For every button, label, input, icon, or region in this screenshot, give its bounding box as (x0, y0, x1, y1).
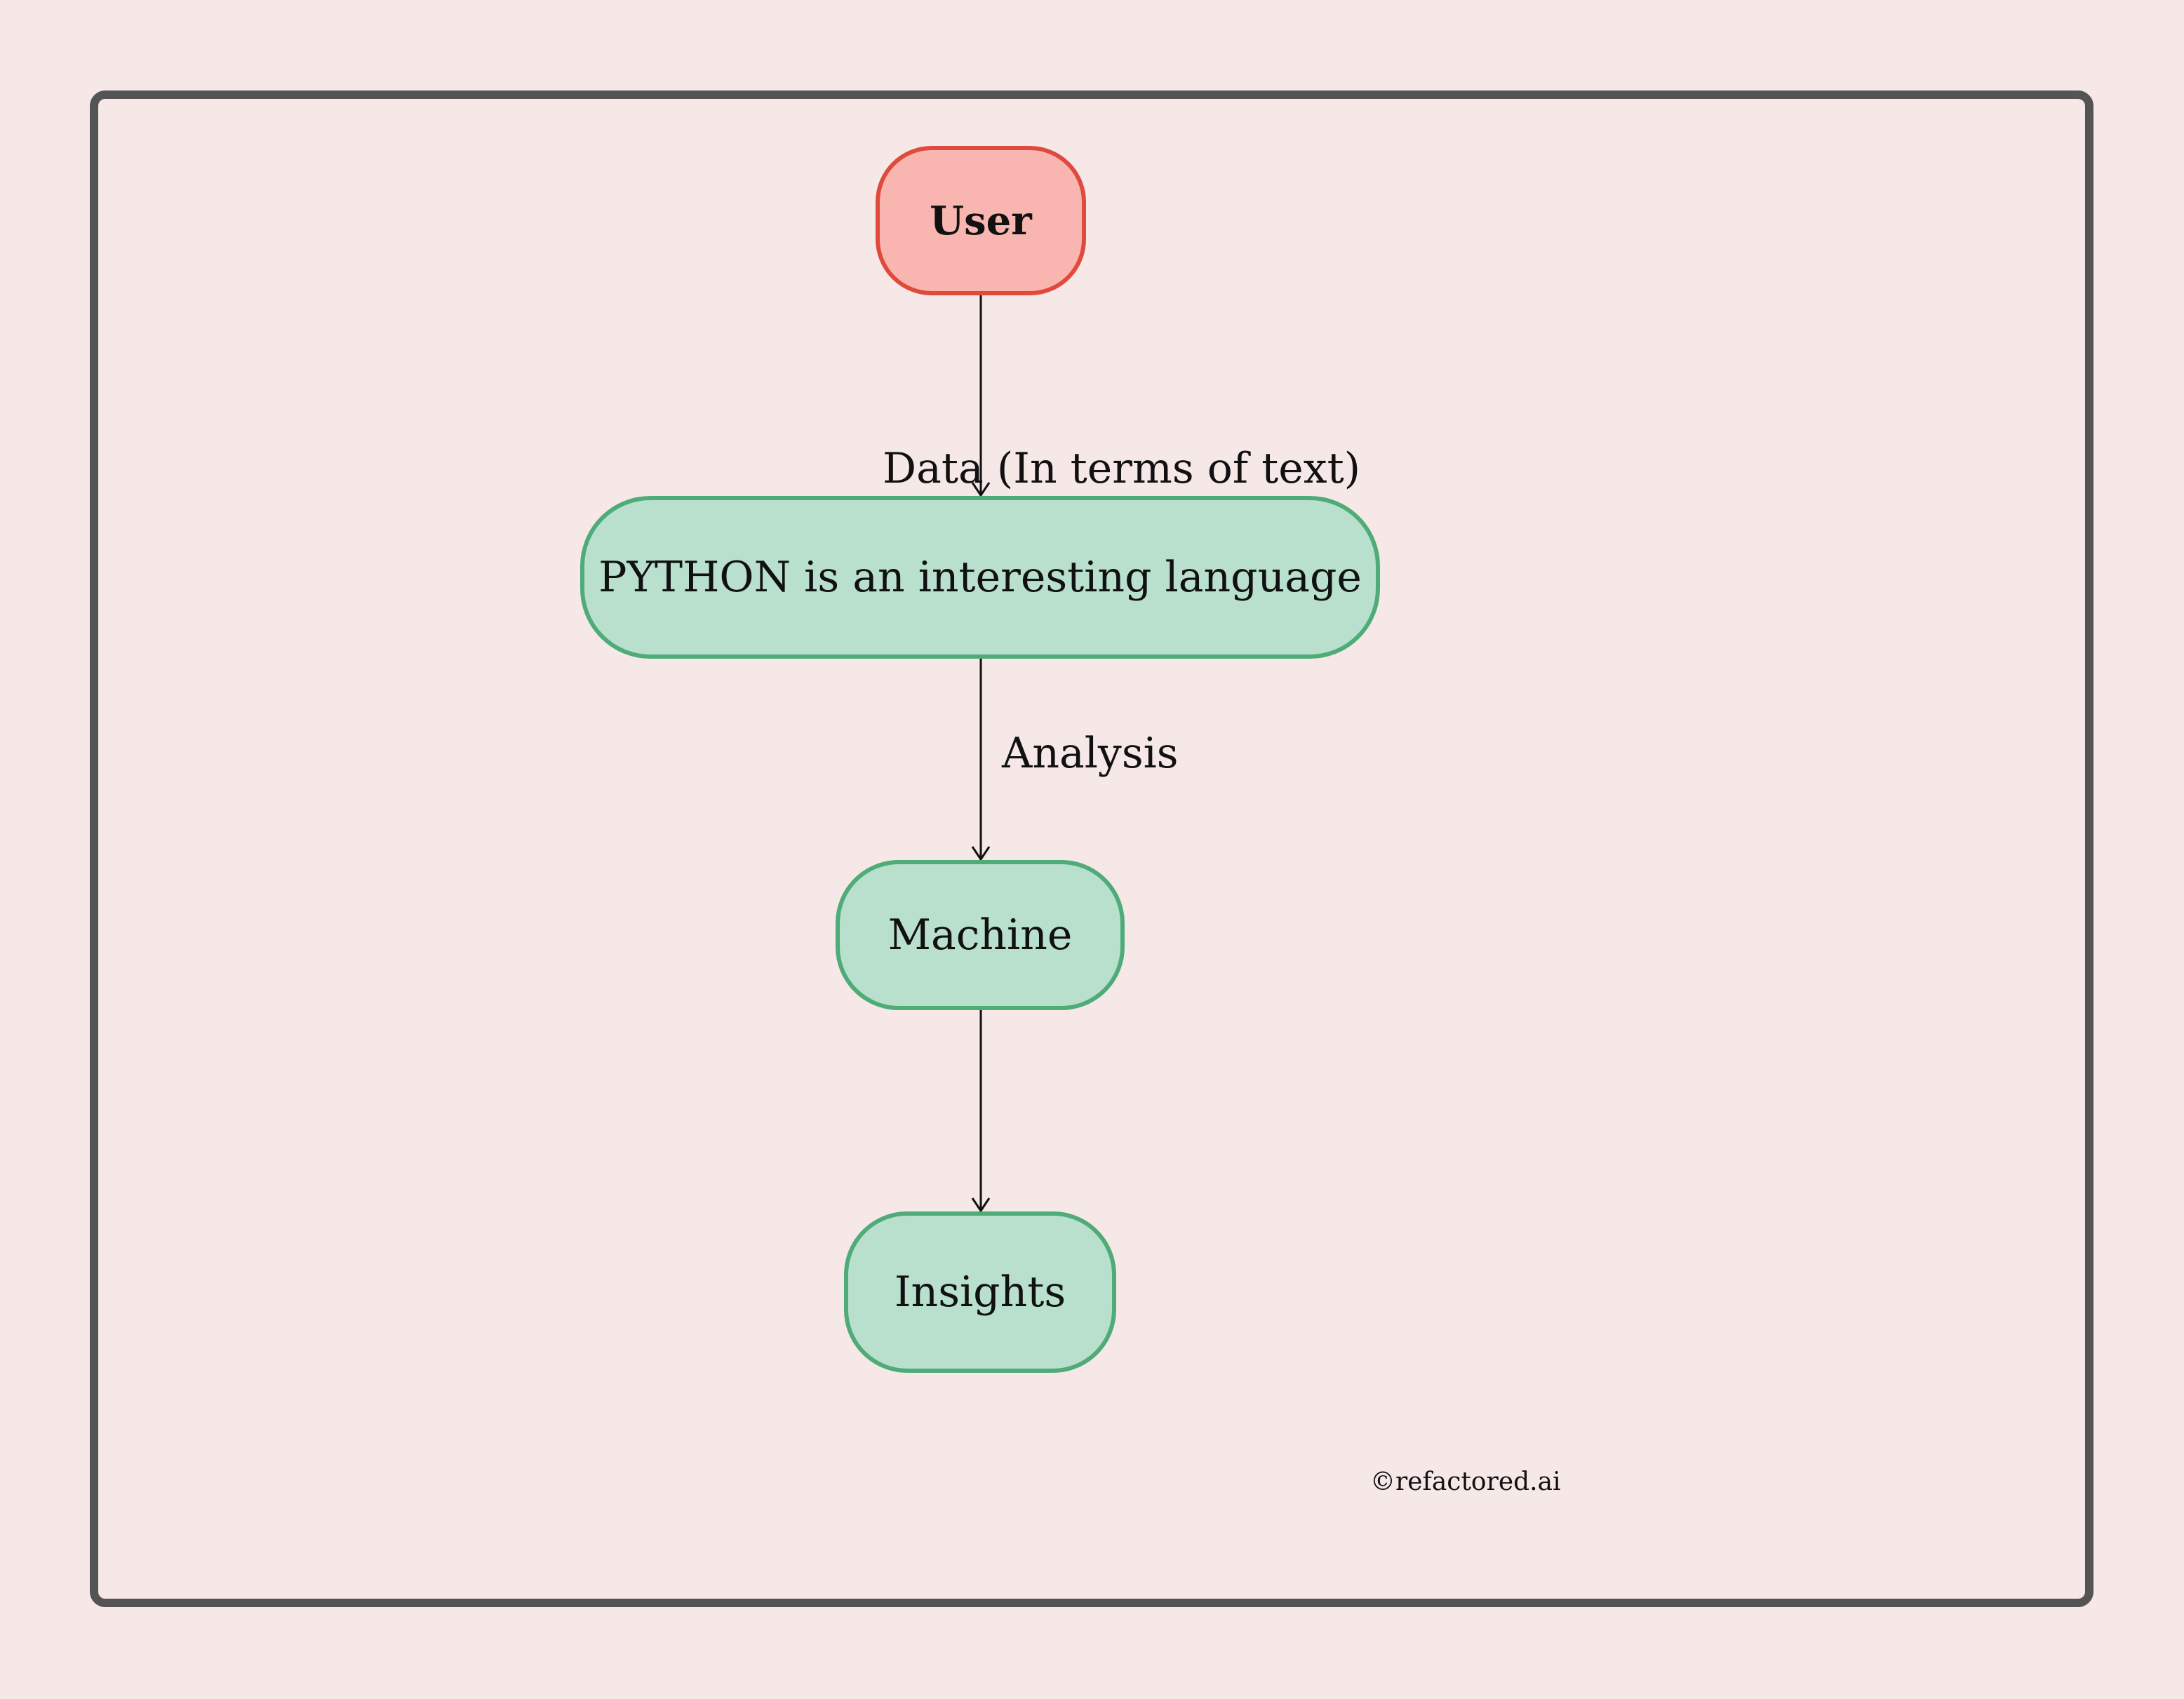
node-machine-label: Machine (887, 911, 1073, 960)
arrowhead-python (971, 482, 991, 497)
node-machine: Machine (836, 860, 1125, 1010)
diagram-frame (90, 90, 2093, 1607)
node-insights: Insights (844, 1211, 1116, 1373)
node-user: User (876, 146, 1086, 295)
node-python-label: PYTHON is an interesting language (598, 553, 1362, 602)
arrowhead-insights (971, 1197, 991, 1213)
node-python: PYTHON is an interesting language (580, 496, 1380, 659)
node-user-label: User (930, 197, 1032, 244)
edge-label-analysis: Analysis (1002, 729, 1179, 778)
edge-label-data: Data (In terms of text) (883, 444, 1361, 493)
node-insights-label: Insights (894, 1268, 1066, 1317)
copyright-text: ©refactored.ai (1370, 1468, 1561, 1496)
arrowhead-machine (971, 846, 991, 861)
